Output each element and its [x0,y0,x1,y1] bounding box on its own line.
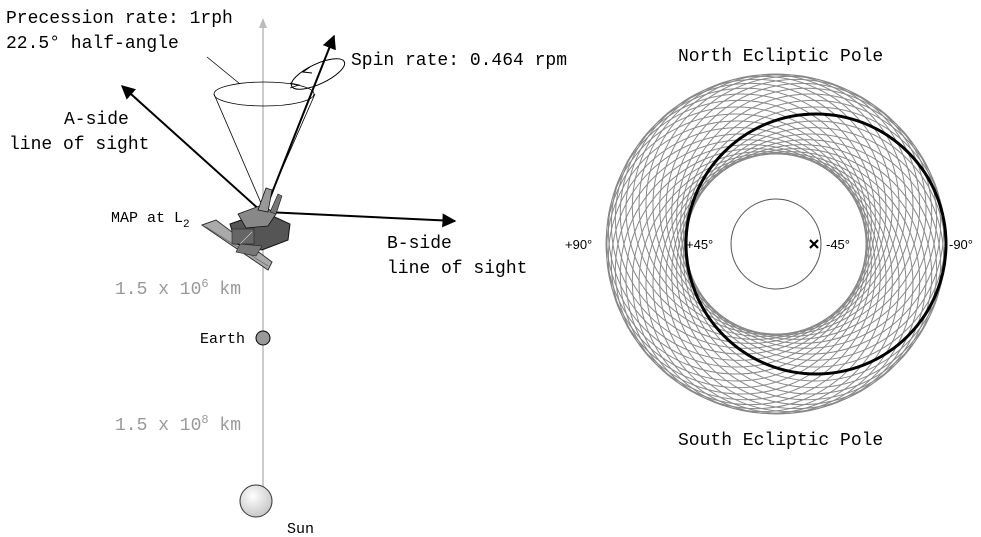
b-side-los-arrow [265,211,457,228]
b-side-los-label: line of sight [387,259,527,279]
precession-cone [213,81,316,211]
spin-ellipse [290,58,346,90]
a-side-label: A-side [64,110,129,130]
scan-loop [614,87,876,349]
scan-loop [659,75,921,337]
spin-direction-arrow [301,66,313,74]
scan-loop [680,133,942,395]
scan-loop [610,93,872,355]
sky-scan-pattern-panel: North Ecliptic Pole +90° +45° -45° -90° … [565,47,973,451]
spin-rate-label: Spin rate: 0.464 rpm [351,51,567,71]
scan-loop [671,82,933,344]
tick-label-minus-90: -90° [949,237,973,252]
scan-loop [683,99,945,361]
precession-circle [213,81,315,107]
a-side-los-arrow [120,85,263,213]
sun-distance-label: 1.5 x 108 km [115,413,241,436]
a-side-los-label: line of sight [9,135,149,155]
inner-45-deg-circle [730,198,822,290]
precession-label-leader [206,56,241,85]
l2-distance-label: 1.5 x 106 km [115,277,241,300]
spin-axis-arrow [265,34,336,209]
precession-direction-arrow [289,82,301,89]
tick-label-minus-45: -45° [826,237,850,252]
scan-loop [606,106,868,368]
axis-arrowhead [259,18,267,28]
tick-label-plus-45: +45° [686,237,713,252]
scan-loop [610,133,872,395]
spacecraft-geometry-panel: Precession rate: 1rph 22.5° half-angle S… [6,9,567,537]
scan-loop [665,148,927,410]
map-spacecraft [200,187,291,271]
scan-loop [638,152,900,414]
scan-loop-pattern [605,73,947,415]
tick-label-plus-90: +90° [565,237,592,252]
precession-rate-label: Precession rate: 1rph [6,9,233,29]
earth-disc [255,330,271,346]
scan-loop [619,144,881,406]
anti-sun-x-marker [809,239,819,249]
map-at-l2-label: MAP at L2 [111,210,190,231]
south-ecliptic-pole-label: South Ecliptic Pole [678,431,883,451]
scan-loop [652,74,914,336]
scan-loop [625,78,887,340]
b-side-label: B-side [387,234,452,254]
sun-disc [239,484,273,518]
highlighted-scan-circle [684,112,948,376]
earth-label: Earth [200,331,245,348]
sun-label: Sun [287,521,314,537]
scan-loop [665,78,927,340]
north-ecliptic-pole-label: North Ecliptic Pole [678,47,883,67]
scan-loop [676,87,938,349]
half-angle-label: 22.5° half-angle [6,34,179,54]
scan-loop [680,93,942,355]
scan-loop [625,148,887,410]
